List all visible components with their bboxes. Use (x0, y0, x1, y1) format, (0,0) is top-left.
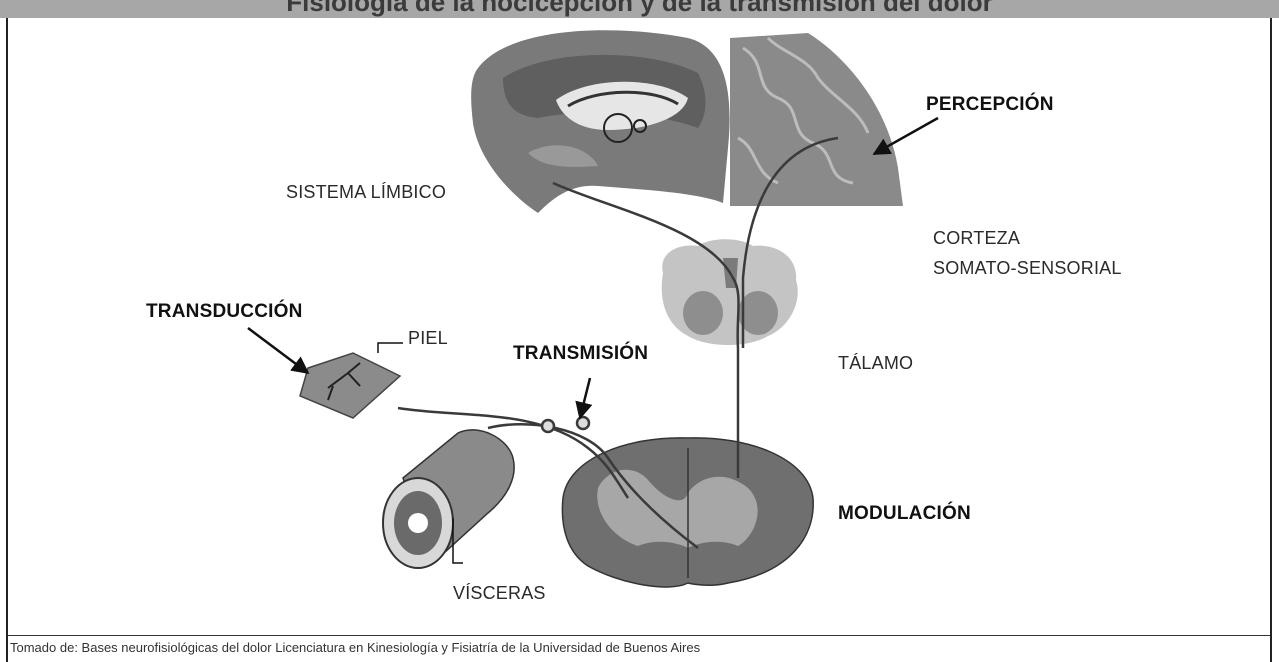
cortex-illustration (730, 33, 903, 206)
label-transduccion: TRANSDUCCIÓN (146, 301, 303, 323)
label-visceras: VÍSCERAS (453, 583, 546, 604)
viscera-illustration (383, 430, 514, 568)
figure-title: Fisiología de la nocicepción y de la tra… (0, 0, 1279, 18)
skin-illustration (300, 353, 400, 418)
title-bar: Fisiología de la nocicepción y de la tra… (0, 0, 1279, 18)
label-percepcion: PERCEPCIÓN (926, 94, 1054, 116)
brain-sagittal-illustration (471, 30, 729, 213)
label-piel: PIEL (408, 328, 448, 349)
label-sistema-limbico: SISTEMA LÍMBICO (286, 182, 446, 203)
thalamus-illustration (662, 239, 798, 345)
label-transmision: TRANSMISIÓN (513, 343, 648, 365)
pain-pathway-diagram: PERCEPCIÓN SISTEMA LÍMBICO CORTEZA SOMAT… (8, 18, 1270, 636)
label-modulacion: MODULACIÓN (838, 503, 971, 525)
diagram-illustration (8, 18, 1270, 635)
source-caption: Tomado de: Bases neurofisiológicas del d… (10, 640, 700, 655)
label-corteza-line2: SOMATO-SENSORIAL (933, 258, 1122, 279)
label-corteza-line1: CORTEZA (933, 228, 1020, 249)
label-talamo: TÁLAMO (838, 353, 913, 374)
